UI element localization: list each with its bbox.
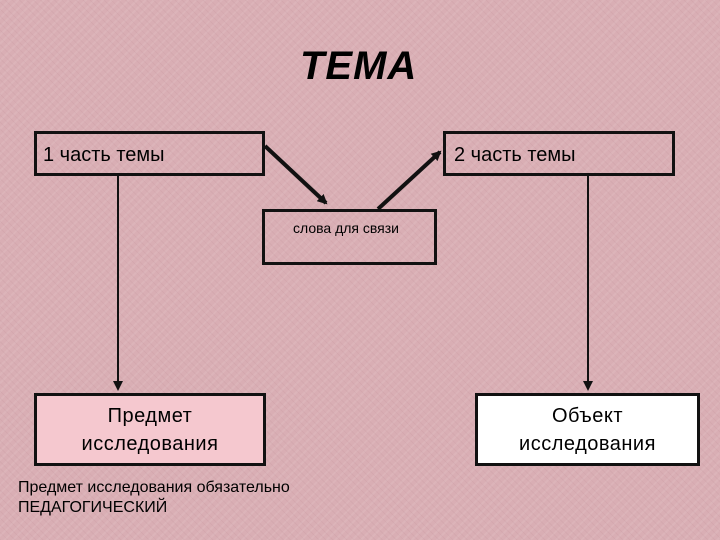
subject-note: Предмет исследования обязательно ПЕДАГОГ…: [18, 478, 290, 518]
research-object-box: Объект исследования: [475, 393, 700, 466]
research-subject-line2: исследования: [81, 433, 219, 455]
part2-box: 2 часть темы: [443, 131, 675, 176]
research-subject-box: Предмет исследования: [34, 393, 266, 466]
research-subject-line1: Предмет: [107, 405, 193, 427]
subject-note-line1: Предмет исследования обязательно: [18, 479, 290, 496]
part1-label: 1 часть темы: [43, 144, 165, 166]
part1-box: 1 часть темы: [34, 131, 265, 176]
link-words-label: слова для связи: [293, 220, 399, 236]
arrow-link-to-part2: [376, 150, 442, 211]
part2-label: 2 часть темы: [454, 144, 576, 166]
link-words-box: слова для связи: [262, 209, 437, 265]
arrow-part1-to-link: [263, 144, 328, 205]
diagram-title: ТЕМА: [300, 44, 418, 88]
subject-note-line2: ПЕДАГОГИЧЕСКИЙ: [18, 499, 168, 516]
research-object-line1: Объект: [551, 405, 624, 427]
research-object-line2: исследования: [519, 433, 656, 455]
